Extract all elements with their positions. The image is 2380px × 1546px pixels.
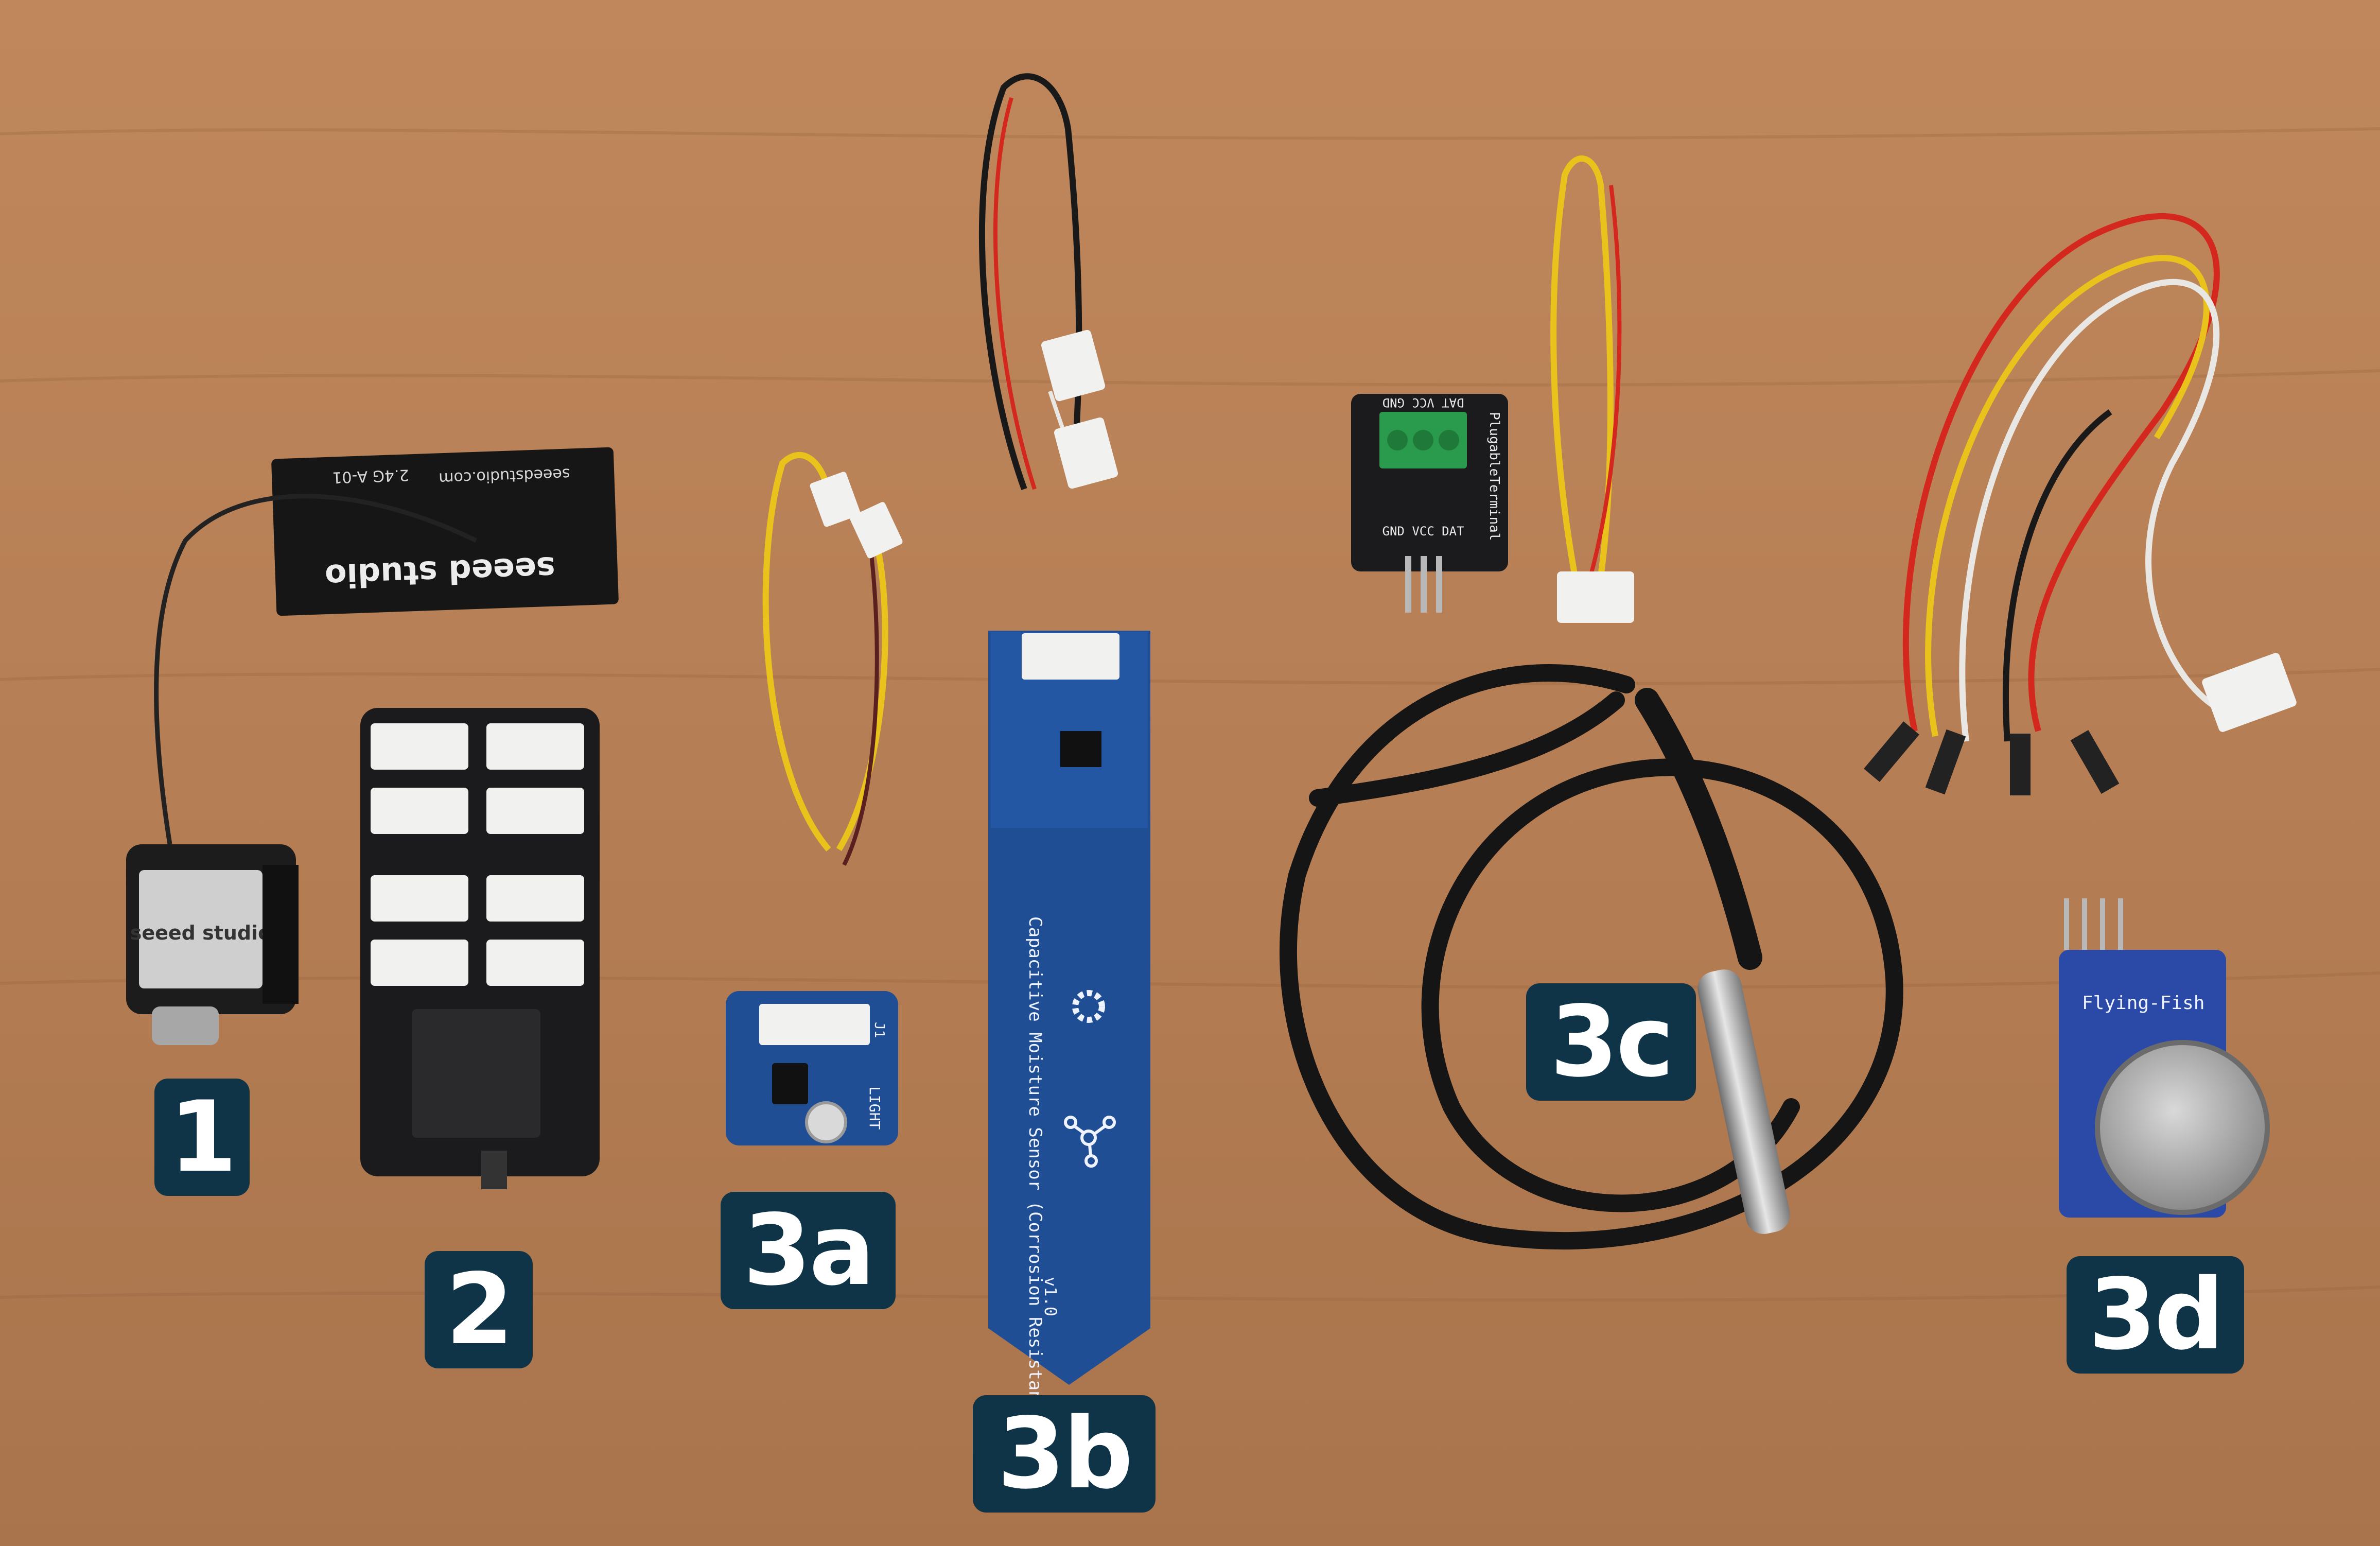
label-expansion-board: 2 (425, 1251, 533, 1368)
xiao-board: seeed studio (126, 844, 299, 1045)
moisture-sensor-cable (978, 73, 1118, 491)
light-sensor-cable (762, 451, 903, 866)
usb-c-port (152, 1006, 219, 1045)
label-temperature-probe: 3c (1526, 983, 1696, 1101)
light-sensor-ref: J1 (871, 1022, 887, 1038)
antenna-cable (154, 494, 477, 845)
terminal-cable (1550, 155, 1634, 623)
label-gas-sensor: 3d (2067, 1256, 2244, 1374)
gas-sensor-board: Flying-Fish (2059, 898, 2270, 1218)
light-sensor-board: LIGHT J1 (726, 991, 898, 1145)
moisture-sensor-board: Capacitive Moisture Sensor (Corrosion Re… (988, 631, 1150, 1422)
label-xiao: 1 (154, 1079, 250, 1196)
label-moisture-sensor: 3b (973, 1395, 1156, 1513)
antenna-pad (271, 447, 619, 616)
terminal-name: PlugableTerminal (1486, 412, 1502, 541)
xiao-module: seeed studio seeedstudio.com 2.4G A-01 s… (126, 447, 619, 1045)
jumper-wires (1864, 213, 2297, 795)
photoresistor (805, 1101, 847, 1143)
expansion-board (360, 708, 600, 1189)
antenna-model-text: 2.4G A-01 (332, 465, 409, 486)
wood-grain (0, 127, 2380, 1302)
probe-steel-tip (1697, 969, 1790, 1234)
temperature-probe (1280, 664, 1903, 1250)
terminal-pins-top: DAT VCC GND (1382, 395, 1464, 410)
network-nodes-icon (1064, 1116, 1116, 1168)
label-light-sensor: 3a (721, 1192, 896, 1309)
gas-sensor-mesh-cap (2095, 1040, 2270, 1215)
moisture-sensor-version: v1.0 (1041, 1277, 1060, 1316)
moisture-sensor-name: Capacitive Moisture Sensor (Corrosion Re… (1025, 916, 1045, 1422)
light-sensor-name: LIGHT (866, 1086, 883, 1130)
pluggable-terminal: DAT VCC GND GND VCC DAT PlugableTerminal (1351, 394, 1508, 613)
antenna-brand-text: seeed studio (324, 549, 556, 595)
xiao-brand-text: seeed studio (130, 922, 272, 944)
gas-sensor-brand: Flying-Fish (2082, 993, 2204, 1014)
gear-icon (1072, 990, 1105, 1023)
terminal-pins-bottom: GND VCC DAT (1382, 524, 1464, 539)
grove-connectors (371, 723, 584, 986)
